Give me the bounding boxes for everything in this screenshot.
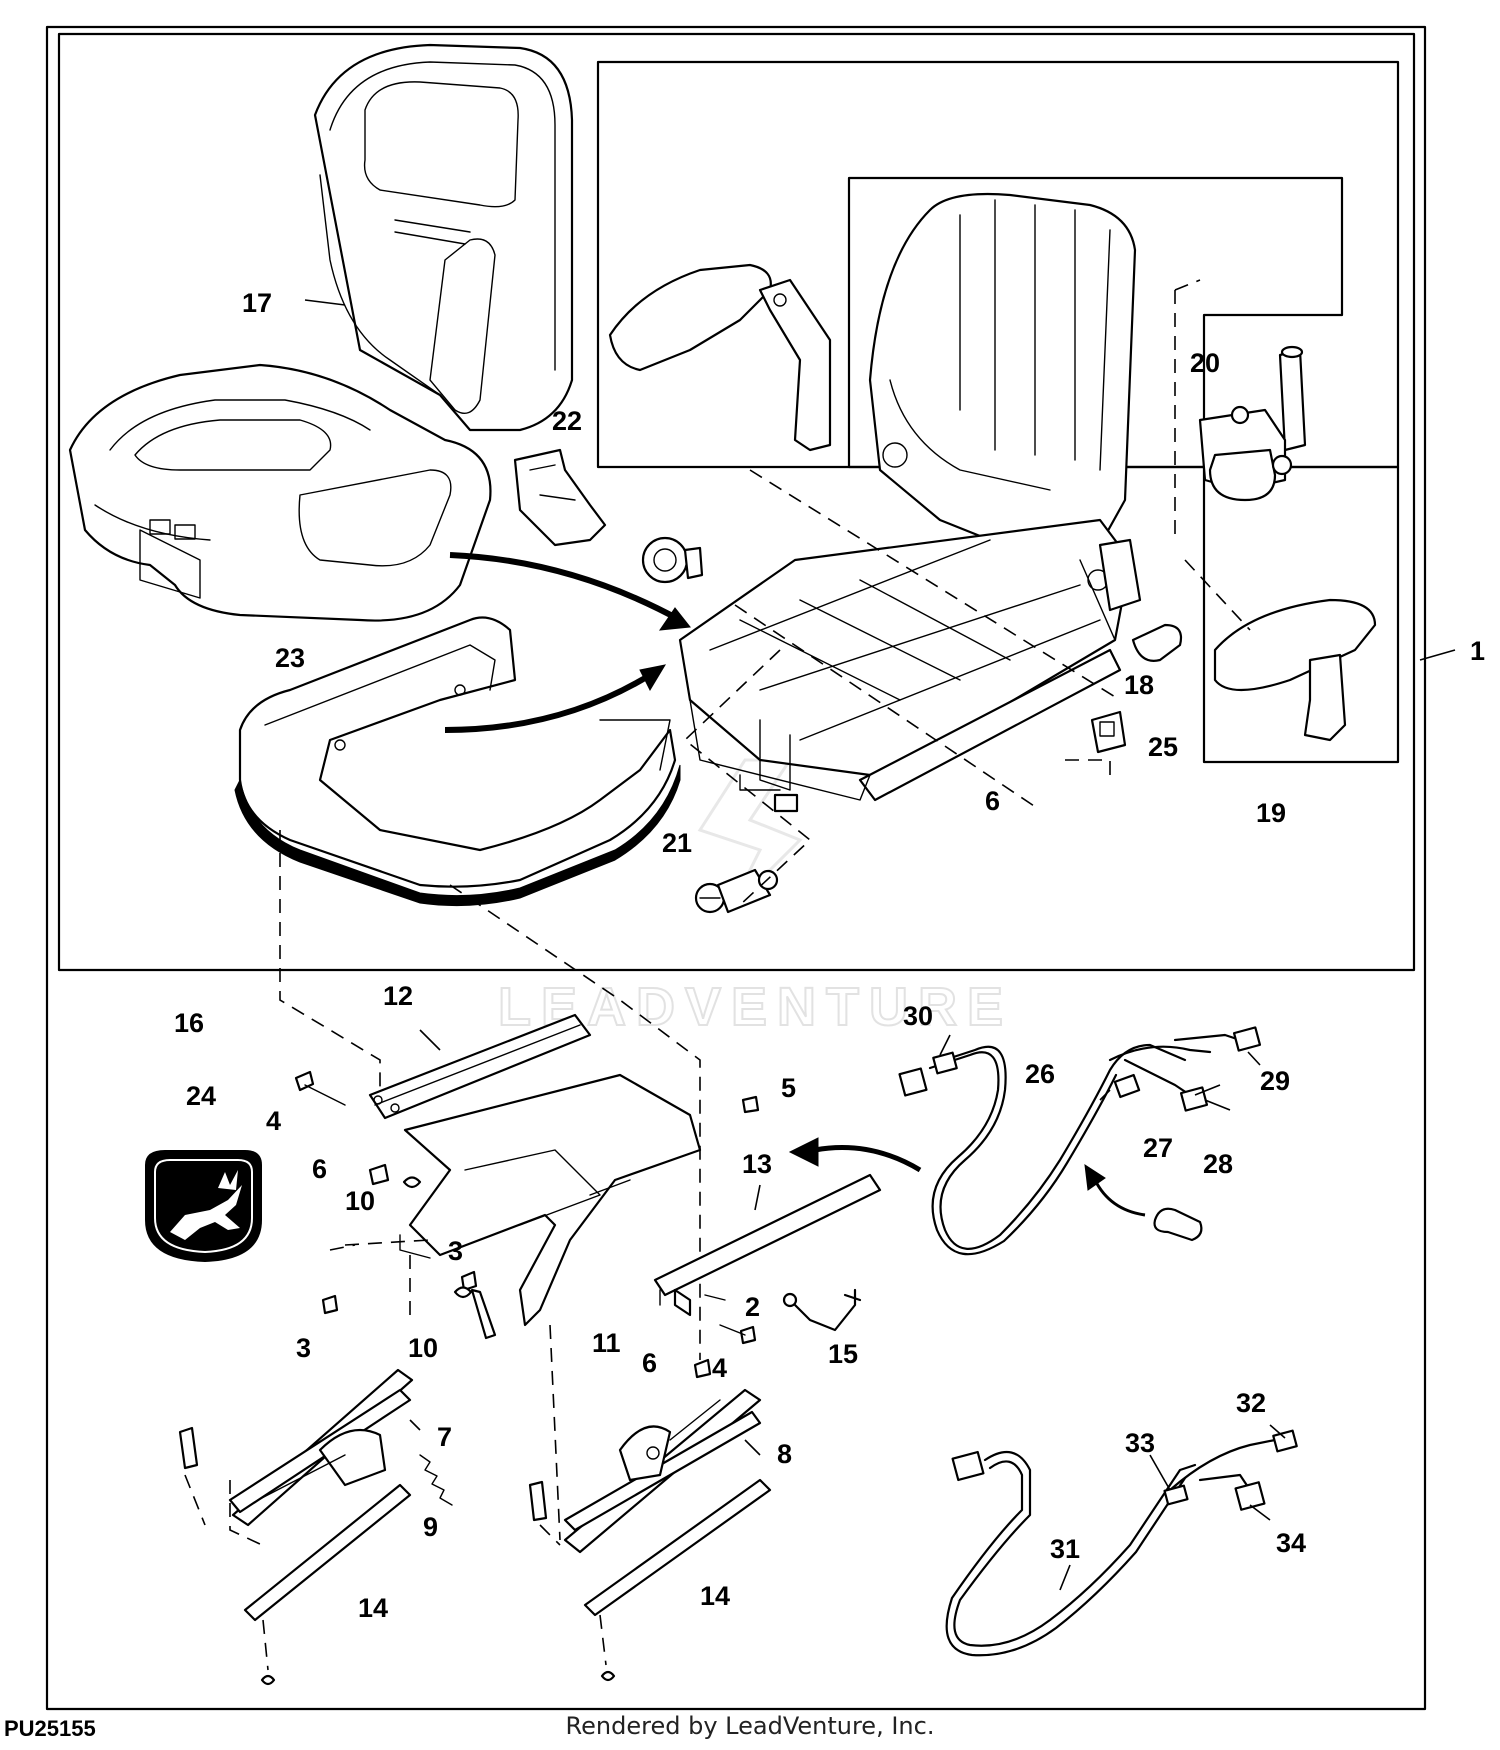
wiring-harness-26-drawing — [898, 1026, 1262, 1256]
callout-12: 12 — [383, 981, 413, 1011]
callout-27: 27 — [1143, 1133, 1173, 1163]
callout-17: 17 — [242, 288, 272, 318]
strips-drawing — [178, 1426, 772, 1686]
callout-28: 28 — [1203, 1149, 1233, 1179]
switch-21-drawing — [694, 868, 779, 914]
callout-7: 7 — [437, 1422, 452, 1452]
john-deere-decal-drawing — [145, 1150, 262, 1262]
callout-24: 24 — [186, 1081, 216, 1111]
fasteners-drawing — [294, 1070, 760, 1379]
knob-drawing — [1131, 623, 1183, 662]
callout-33: 33 — [1125, 1428, 1155, 1458]
callout-32: 32 — [1236, 1388, 1266, 1418]
callout-22: 22 — [552, 406, 582, 436]
callout-23: 23 — [275, 643, 305, 673]
callout-18: 18 — [1124, 670, 1154, 700]
callout-4: 4 — [266, 1106, 281, 1136]
callout-labels: 1 2 3 3 4 4 5 6 6 6 7 8 9 10 10 11 12 13… — [174, 288, 1485, 1623]
seat-pan-frame-drawing — [234, 616, 681, 907]
callout-14: 14 — [358, 1593, 388, 1623]
slide-rails-drawing — [228, 1368, 762, 1554]
lumbar-adjuster-drawing — [1198, 345, 1307, 502]
callout-10: 10 — [345, 1186, 375, 1216]
callout-8: 8 — [777, 1439, 792, 1469]
callout-5: 5 — [781, 1073, 796, 1103]
mounting-bracket-drawing — [399, 1073, 702, 1327]
callout-6: 6 — [312, 1154, 327, 1184]
callout-6: 6 — [642, 1348, 657, 1378]
leader-lines — [304, 299, 1456, 1591]
callout-3: 3 — [448, 1236, 463, 1266]
switch-25-drawing — [1090, 710, 1127, 754]
callout-6: 6 — [985, 786, 1000, 816]
callout-20: 20 — [1190, 348, 1220, 378]
wiring-harness-31-drawing — [945, 1429, 1298, 1657]
loop-clip-drawing — [1153, 1207, 1203, 1242]
guide-lines-hardware — [184, 1239, 607, 1671]
handle-drawing — [782, 1288, 862, 1332]
callout-10: 10 — [408, 1333, 438, 1363]
outer-frame — [45, 25, 1427, 1711]
callout-25: 25 — [1148, 732, 1178, 762]
callout-1: 1 — [1470, 636, 1485, 666]
callout-21: 21 — [662, 828, 692, 858]
callout-31: 31 — [1050, 1534, 1080, 1564]
callout-4: 4 — [712, 1353, 727, 1383]
harness-arrows — [788, 1137, 1146, 1217]
suspension-assembly-drawing — [678, 192, 1142, 813]
spring-drawing — [419, 1454, 453, 1506]
callout-9: 9 — [423, 1512, 438, 1542]
callout-14: 14 — [700, 1581, 730, 1611]
callout-13: 13 — [742, 1149, 772, 1179]
callout-34: 34 — [1276, 1528, 1306, 1558]
figure-id: PU25155 — [4, 1716, 96, 1741]
callout-19: 19 — [1256, 798, 1286, 828]
callout-30: 30 — [903, 1001, 933, 1031]
callout-26: 26 — [1025, 1059, 1055, 1089]
callout-15: 15 — [828, 1339, 858, 1369]
armrest-right-drawing — [1213, 598, 1377, 742]
seat-cushion-drawing — [68, 43, 574, 622]
callout-2: 2 — [745, 1292, 760, 1322]
strap-drawing — [653, 1173, 882, 1317]
callout-29: 29 — [1260, 1066, 1290, 1096]
guide-lines-seat — [279, 279, 1251, 1360]
callout-16: 16 — [174, 1008, 204, 1038]
support-plate-drawing — [368, 1013, 592, 1120]
assembly-arrows — [444, 552, 691, 733]
render-credit: Rendered by LeadVenture, Inc. — [565, 1712, 935, 1740]
callout-3: 3 — [296, 1333, 311, 1363]
seat-kit-frame — [57, 32, 1416, 972]
lever-drawing — [513, 448, 704, 584]
armrest-left-drawing — [608, 263, 832, 452]
callout-11: 11 — [592, 1328, 621, 1358]
